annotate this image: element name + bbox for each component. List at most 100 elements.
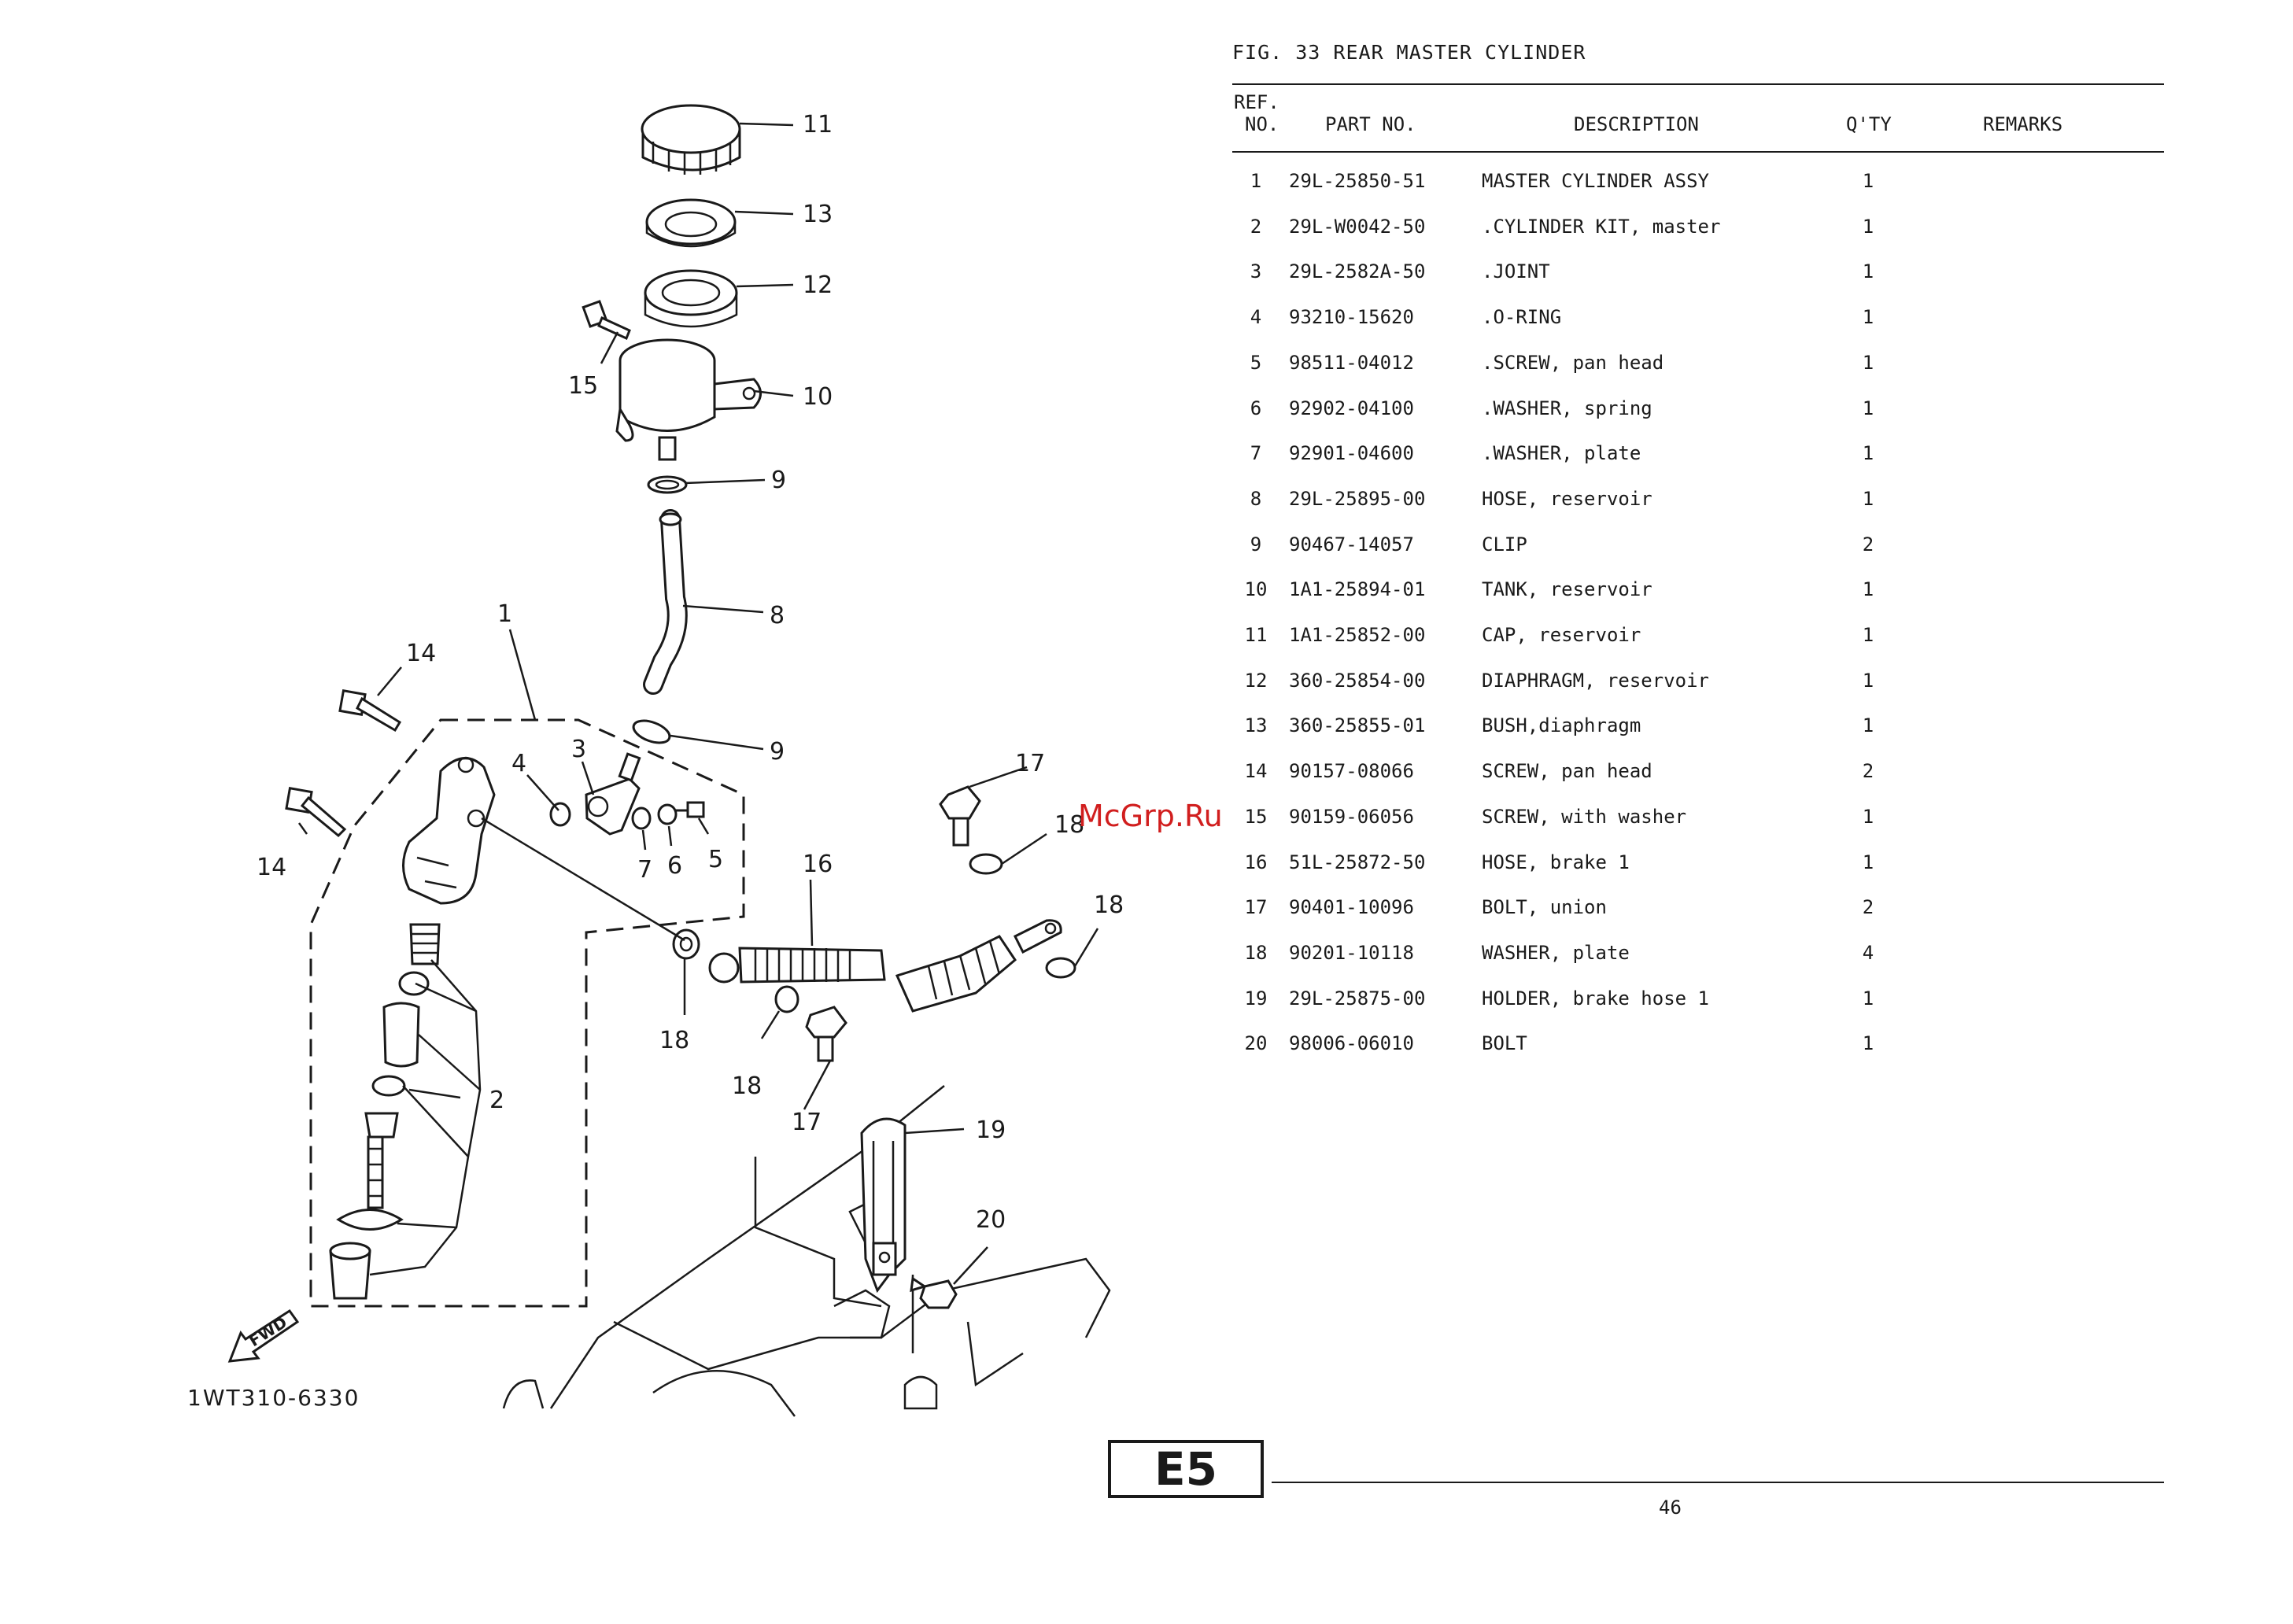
washer-plate-18d [774, 985, 799, 1013]
header-ref-line1: REF. [1234, 91, 1279, 113]
header-remarks: REMARKS [1983, 113, 2063, 135]
callout-7: 7 [637, 856, 652, 884]
callout-14-lower: 14 [257, 854, 286, 881]
callout-13: 13 [803, 201, 833, 228]
table-row: 11 1A1-25852-00 CAP, reservoir 1 [1232, 624, 2164, 655]
row-part-no: 1A1-25894-01 [1289, 578, 1426, 601]
row-part-no: 90401-10096 [1289, 896, 1414, 919]
fwd-label: FWD [246, 1312, 290, 1350]
row-ref: 4 [1250, 306, 1262, 329]
joint [585, 752, 641, 836]
row-ref: 5 [1250, 351, 1262, 374]
row-qty: 2 [1862, 760, 1874, 783]
row-qty: 1 [1862, 578, 1874, 601]
row-part-no: 90467-14057 [1289, 533, 1414, 555]
row-ref: 15 [1244, 805, 1268, 828]
callout-17-lower: 17 [792, 1109, 822, 1136]
exploded-parts-diagram: 11 13 12 10 15 9 8 9 1 14 14 4 3 7 6 5 1… [187, 104, 1124, 1417]
row-part-no: 93210-15620 [1289, 306, 1414, 329]
row-ref: 8 [1250, 487, 1262, 510]
row-qty: 1 [1862, 669, 1874, 692]
row-description: BUSH,diaphragm [1482, 714, 1641, 737]
row-ref: 19 [1244, 987, 1268, 1009]
row-ref: 7 [1250, 442, 1262, 465]
row-description: SCREW, with washer [1482, 805, 1687, 828]
row-ref: 11 [1244, 624, 1268, 646]
row-qty: 1 [1862, 397, 1874, 419]
row-qty: 4 [1862, 941, 1874, 964]
holder-brake-hose [860, 1117, 906, 1294]
callout-19: 19 [976, 1116, 1006, 1144]
row-part-no: 29L-W0042-50 [1289, 215, 1426, 238]
row-part-no: 92902-04100 [1289, 397, 1414, 419]
leader-lines [297, 122, 1099, 1285]
figure-title: FIG. 33 REAR MASTER CYLINDER [1232, 41, 1586, 64]
row-description: HOLDER, brake hose 1 [1482, 987, 1709, 1009]
row-description: .SCREW, pan head [1482, 351, 1664, 374]
row-ref: 13 [1244, 714, 1268, 737]
row-description: CAP, reservoir [1482, 624, 1641, 646]
row-part-no: 29L-25895-00 [1289, 487, 1426, 510]
row-part-no: 1A1-25852-00 [1289, 624, 1426, 646]
row-part-no: 29L-25875-00 [1289, 987, 1426, 1009]
washer-plate-18c [1045, 957, 1076, 979]
header-bottom-rule [1232, 151, 2164, 153]
row-qty: 1 [1862, 624, 1874, 646]
callout-16: 16 [803, 851, 833, 878]
bolt-20 [910, 1276, 958, 1309]
fwd-arrow: FWD [227, 1308, 300, 1363]
washer-spring-small [657, 803, 678, 825]
callout-3: 3 [571, 736, 586, 763]
row-part-no: 92901-04600 [1289, 442, 1414, 465]
callouts: 11 13 12 10 15 9 8 9 1 14 14 4 3 7 6 5 1… [257, 111, 1124, 1234]
row-qty: 2 [1862, 533, 1874, 555]
row-qty: 1 [1862, 1032, 1874, 1055]
watermark: McGrp.Ru [1078, 799, 1223, 833]
row-description: .WASHER, plate [1482, 442, 1641, 465]
row-part-no: 90159-06056 [1289, 805, 1414, 828]
bolt-union-lower [805, 1006, 847, 1062]
row-qty: 2 [1862, 896, 1874, 919]
footer-rule [1272, 1482, 2164, 1483]
row-qty: 1 [1862, 442, 1874, 465]
row-description: DIAPHRAGM, reservoir [1482, 669, 1709, 692]
row-qty: 1 [1862, 260, 1874, 283]
callout-1: 1 [497, 600, 512, 628]
callout-12: 12 [803, 271, 833, 299]
row-ref: 1 [1250, 170, 1262, 192]
callout-18-upper: 18 [1054, 811, 1084, 839]
callout-9-lower: 9 [770, 738, 785, 766]
row-part-no: 90201-10118 [1289, 941, 1414, 964]
callout-18-left: 18 [659, 1027, 689, 1054]
cylinder-kit [329, 923, 441, 1300]
page-number: 46 [1659, 1497, 1682, 1519]
screw-with-washer-15 [582, 300, 631, 341]
header-qty: Q'TY [1846, 113, 1892, 135]
row-description: BOLT [1482, 1032, 1527, 1055]
row-ref: 17 [1244, 896, 1268, 919]
row-qty: 1 [1862, 306, 1874, 329]
row-ref: 9 [1250, 533, 1262, 555]
row-part-no: 360-25854-00 [1289, 669, 1426, 692]
row-qty: 1 [1862, 851, 1874, 873]
callout-2: 2 [489, 1087, 504, 1114]
tank-reservoir [615, 338, 762, 461]
callout-5: 5 [708, 846, 723, 873]
row-part-no: 29L-25850-51 [1289, 170, 1426, 192]
row-description: .CYLINDER KIT, master [1482, 215, 1721, 238]
header-top-rule [1232, 83, 2164, 85]
clip-upper [647, 475, 688, 494]
screw-pan-head-lower [285, 787, 347, 838]
row-part-no: 360-25855-01 [1289, 714, 1426, 737]
